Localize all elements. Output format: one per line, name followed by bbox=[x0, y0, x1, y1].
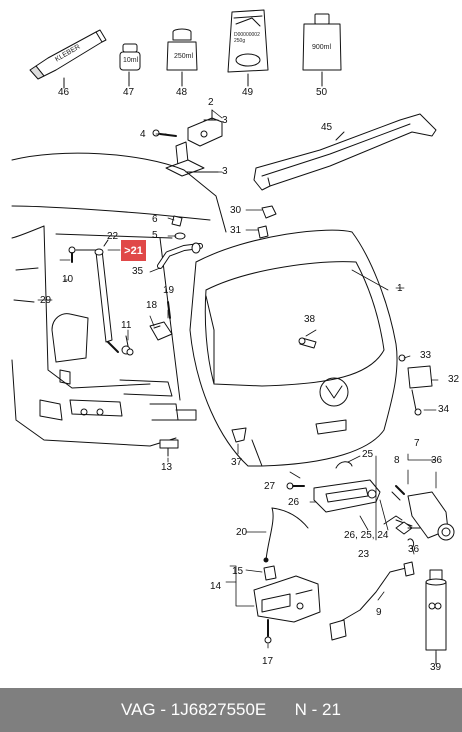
footer-ref-label: N bbox=[294, 700, 307, 719]
handle-26-icon bbox=[313, 479, 381, 513]
callout-5: 5 bbox=[152, 230, 158, 241]
callout-46: 46 bbox=[58, 87, 70, 98]
parts-diagram: 46 47 48 49 50 KLEBER 10ml 250ml D000000… bbox=[11, 9, 460, 673]
footer-part-number: 1J6827550E bbox=[170, 700, 267, 719]
callout-36a: 36 bbox=[431, 455, 443, 466]
packet-icon bbox=[227, 9, 269, 73]
callout-34: 34 bbox=[438, 404, 450, 415]
callout-13: 13 bbox=[161, 462, 173, 473]
callout-38: 38 bbox=[304, 314, 316, 325]
spoiler-icon bbox=[253, 113, 437, 191]
footer-separator-2: - bbox=[311, 700, 318, 719]
nozzle-38-icon bbox=[298, 337, 317, 349]
bolt-27-icon bbox=[286, 482, 305, 490]
grommet-5-icon bbox=[174, 232, 186, 240]
small-bottle-icon bbox=[119, 43, 141, 71]
callout-48: 48 bbox=[176, 87, 188, 98]
tailgate-icon bbox=[189, 229, 398, 467]
callout-11: 11 bbox=[121, 320, 132, 331]
callout-25: 25 bbox=[362, 449, 374, 460]
key-icon bbox=[395, 521, 421, 535]
cap-37-icon bbox=[231, 427, 247, 443]
hinge-icon bbox=[152, 117, 223, 177]
callout-14: 14 bbox=[210, 581, 222, 592]
callout-27: 27 bbox=[264, 481, 276, 492]
callout-22: 22 bbox=[107, 231, 119, 242]
callout-9: 9 bbox=[376, 607, 382, 618]
callout-18: 18 bbox=[146, 300, 158, 311]
callout-33: 33 bbox=[420, 350, 432, 361]
clip-25-icon bbox=[335, 461, 353, 469]
spray-can-icon bbox=[425, 569, 447, 665]
callout-4: 4 bbox=[140, 129, 146, 140]
callout-8: 8 bbox=[394, 455, 400, 466]
lock-14-icon bbox=[253, 565, 321, 644]
callout-47: 47 bbox=[123, 87, 135, 98]
callout-49: 49 bbox=[242, 87, 254, 98]
callout-19: 19 bbox=[163, 285, 175, 296]
callout-1: 1 bbox=[397, 283, 403, 294]
callout-30: 30 bbox=[230, 205, 242, 216]
callout-35: 35 bbox=[132, 266, 144, 277]
footer-separator-1: - bbox=[160, 700, 167, 719]
callout-37: 37 bbox=[231, 457, 243, 468]
callout-36b: 36 bbox=[408, 544, 420, 555]
callout-29: 29 bbox=[40, 295, 52, 306]
footer-brand: VAG bbox=[121, 700, 156, 719]
callout-39: 39 bbox=[430, 662, 442, 673]
diagram-drawing bbox=[11, 9, 455, 665]
jar-label: 250ml bbox=[174, 53, 194, 60]
callout-10: 10 bbox=[62, 274, 74, 285]
striker-18-icon bbox=[149, 321, 173, 341]
bolt-10-icon bbox=[68, 246, 97, 263]
footer-bar: VAG - 1J6827550E N - 21 bbox=[0, 688, 462, 732]
callout-21: 21 bbox=[130, 244, 143, 257]
lock-cylinder-icon bbox=[383, 485, 455, 541]
canister-label: 900ml bbox=[312, 44, 332, 51]
wiring-9-icon bbox=[329, 561, 415, 641]
packet-label: D00000002 250g bbox=[234, 32, 260, 44]
callout-17: 17 bbox=[262, 656, 274, 667]
bolt-11-icon bbox=[125, 335, 134, 356]
bolt-13-icon bbox=[159, 439, 179, 457]
callout-3a: 3 bbox=[222, 115, 228, 126]
canister-icon bbox=[302, 13, 342, 71]
small-bottle-label: 10ml bbox=[123, 57, 139, 64]
callout-15: 15 bbox=[232, 566, 244, 577]
spring-36-icon bbox=[407, 538, 415, 549]
callout-50: 50 bbox=[316, 87, 328, 98]
jar-icon bbox=[166, 28, 198, 71]
leader-lines bbox=[37, 109, 439, 659]
callout-20: 20 bbox=[236, 527, 248, 538]
bump-stop-icon bbox=[257, 205, 277, 239]
callout-23: 23 bbox=[358, 549, 370, 560]
callout-3b: 3 bbox=[222, 166, 228, 177]
callout-6: 6 bbox=[152, 214, 158, 225]
callout-32: 32 bbox=[448, 374, 460, 385]
callout-7: 7 bbox=[414, 438, 420, 449]
callout-31: 31 bbox=[230, 225, 242, 236]
cable-20-icon bbox=[263, 507, 309, 563]
callout-26: 26 bbox=[288, 497, 300, 508]
adhesive-tube-icon bbox=[29, 29, 107, 80]
wiring-tube-icon bbox=[157, 242, 203, 269]
light-32-icon bbox=[407, 365, 433, 416]
clip-6-icon bbox=[171, 215, 183, 227]
car-body-outline bbox=[11, 152, 227, 447]
callout-2: 2 bbox=[208, 97, 214, 108]
callout-21-highlight: >21 bbox=[121, 240, 146, 261]
callout-45: 45 bbox=[321, 122, 333, 133]
footer-ref-number: 21 bbox=[322, 700, 341, 719]
callout-26-25-24: 26, 25, 24 bbox=[344, 530, 389, 541]
